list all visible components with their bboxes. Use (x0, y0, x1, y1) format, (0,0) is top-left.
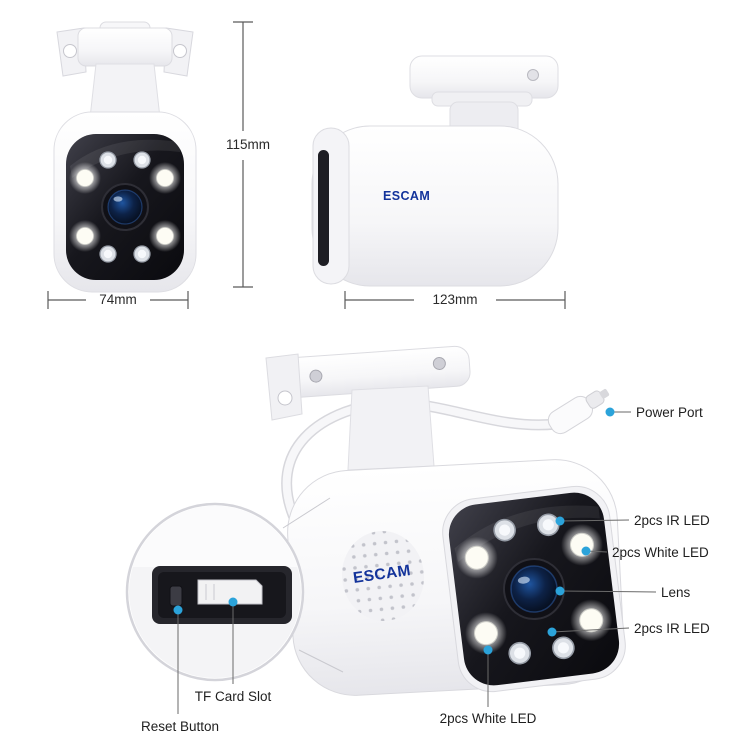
dimension-front-width-label: 74mm (99, 292, 137, 307)
white-led-bottom-label: 2pcs White LED (439, 711, 537, 726)
tf-slot-magnifier (125, 497, 344, 682)
main-ir-leds (493, 513, 575, 665)
dimension-line-side-length (344, 291, 566, 309)
dimension-side-length-label: 123mm (432, 292, 478, 307)
camera-main-view (265, 345, 626, 696)
dimension-height-label: 115mm (225, 137, 270, 152)
tf-card (197, 579, 263, 605)
speaker-grille (341, 531, 425, 621)
white-led-right-label: 2pcs White LED (612, 545, 709, 560)
brand-logo-side: ESCAM (383, 189, 431, 203)
main-lens (503, 558, 565, 620)
reset-button-detail (169, 585, 183, 607)
power-port-connector (547, 389, 610, 435)
ir-led-bottom-label: 2pcs IR LED (634, 621, 710, 636)
tf-card-slot-label: TF Card Slot (194, 689, 272, 704)
power-port-label: Power Port (636, 405, 703, 420)
ir-led-top-label: 2pcs IR LED (634, 513, 710, 528)
dimension-line-front-width (47, 291, 189, 309)
camera-front-view (53, 21, 197, 293)
reset-button-label: Reset Button (140, 719, 220, 734)
callout-dots (173, 407, 615, 655)
lens-label: Lens (661, 585, 691, 600)
front-ir-leds (99, 151, 151, 263)
front-lens (101, 183, 149, 231)
camera-side-view (311, 55, 559, 287)
front-white-leds (69, 162, 181, 252)
main-white-leds (455, 523, 613, 655)
dimension-line-height (233, 21, 253, 288)
